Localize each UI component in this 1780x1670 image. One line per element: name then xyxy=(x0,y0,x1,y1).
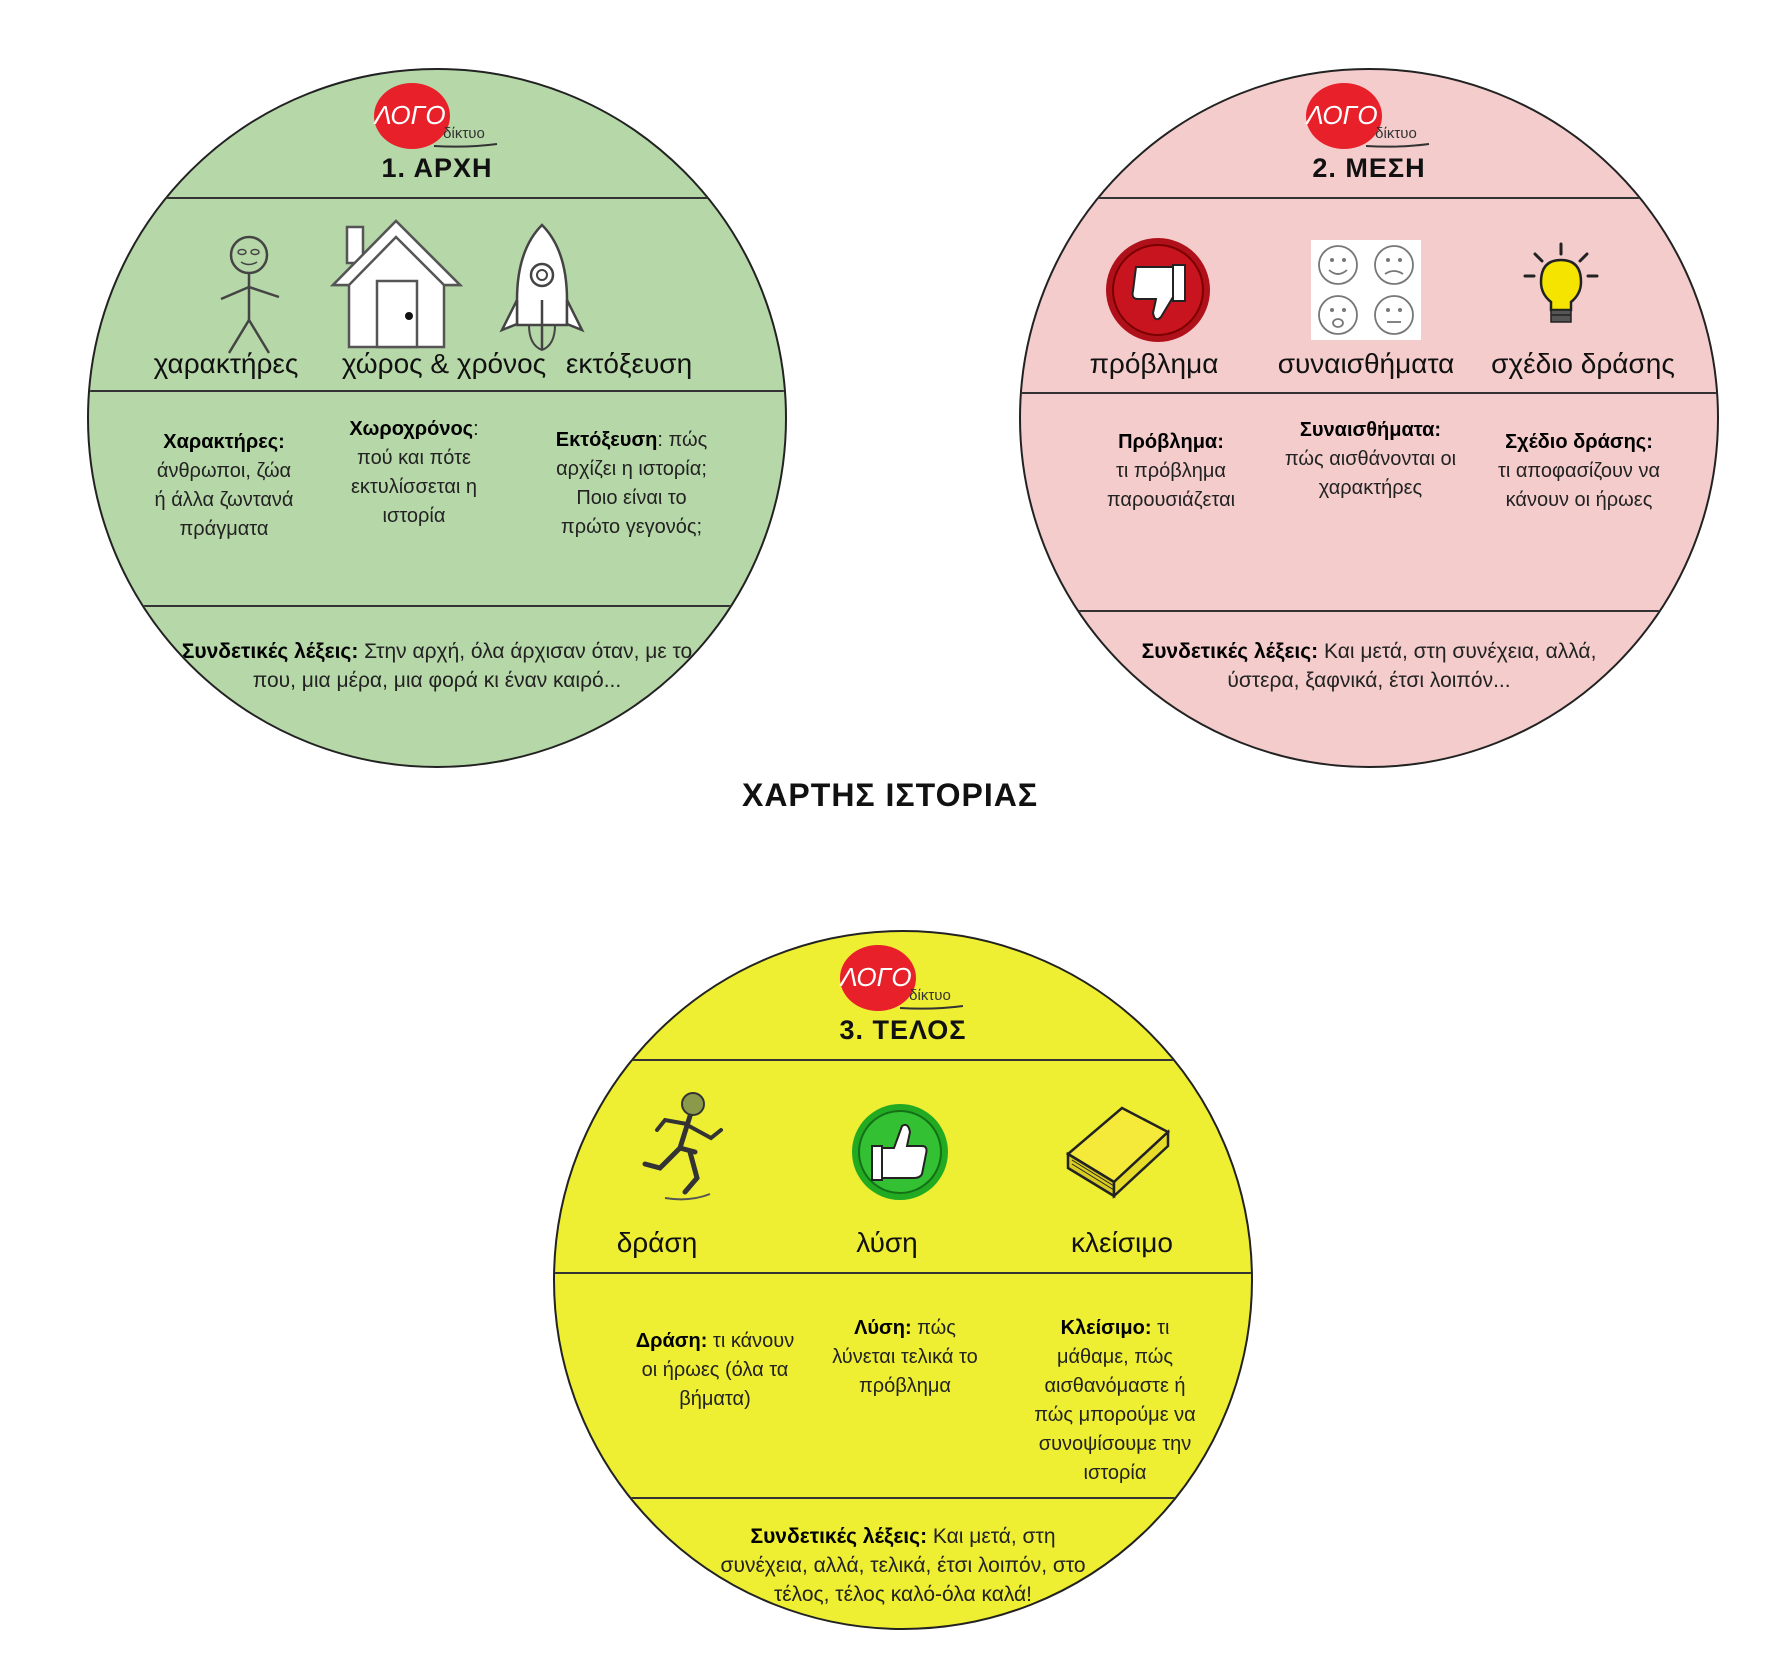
circle-header: ΛΟΓΟ δίκτυο 2. ΜΕΣΗ xyxy=(1021,70,1717,197)
running-man-icon xyxy=(635,1090,735,1205)
linking-words: Συνδετικές λέξεις: Στην αρχή, όλα άρχισα… xyxy=(181,640,693,692)
thumbs-up-icon xyxy=(850,1102,950,1202)
logo-main-text: ΛΟΓΟ xyxy=(1304,100,1377,130)
desc-action: Δράση: τι κάνουν οι ήρωες (όλα τα βήματα… xyxy=(635,1330,795,1410)
logo-main-text: ΛΟΓΟ xyxy=(372,100,445,130)
label-space-time: χώρος & χρόνος xyxy=(341,348,547,379)
section-heading: 2. ΜΕΣΗ xyxy=(1312,153,1426,183)
desc-launch: Εκτόξευση: πώς αρχίζει η ιστορία; Ποιο ε… xyxy=(555,429,708,538)
linking-words: Συνδετικές λέξεις: Και μετά, στη συνέχει… xyxy=(1141,640,1597,692)
desc-space-time: Χωροχρόνος: πού και πότε εκτυλίσσεται η … xyxy=(349,418,479,527)
thumbs-down-icon xyxy=(1103,235,1213,345)
label-action: δράση xyxy=(616,1227,698,1258)
story-circle-end: ΛΟΓΟ δίκτυο 3. ΤΕΛΟΣ xyxy=(553,930,1253,1630)
page-title: ΧΑΡΤΗΣ ΙΣΤΟΡΙΑΣ xyxy=(741,777,1039,813)
desc-closing: Κλείσιμο: τι μάθαμε, πώς αισθανόμαστε ή … xyxy=(1034,1317,1196,1484)
section-heading: 3. ΤΕΛΟΣ xyxy=(839,1015,967,1045)
stick-figure-icon xyxy=(189,225,309,355)
desc-solution: Λύση: πώς λύνεται τελικά το πρόβλημα xyxy=(832,1317,978,1397)
desc-emotions: Συναισθήματα:πώς αισθάνονται οι χαρακτήρ… xyxy=(1284,419,1457,499)
label-closing: κλείσιμο xyxy=(1071,1227,1173,1258)
label-solution: λύση xyxy=(856,1227,918,1258)
book-icon xyxy=(1060,1102,1175,1207)
logodiktyo-logo: ΛΟΓΟ δίκτυο xyxy=(1304,80,1434,152)
linking-words: Συνδετικές λέξεις: Και μετά, στη συνέχει… xyxy=(720,1525,1086,1606)
lightbulb-icon xyxy=(1521,240,1601,330)
section-heading: 1. ΑΡΧΗ xyxy=(381,153,493,183)
logo-sub-text: δίκτυο xyxy=(1375,125,1417,142)
logo-sub-text: δίκτυο xyxy=(909,987,951,1004)
house-icon xyxy=(329,215,464,350)
circle-header: ΛΟΓΟ δίκτυο 1. ΑΡΧΗ xyxy=(89,70,785,197)
desc-problem: Πρόβλημα:τι πρόβλημα παρουσιάζεται xyxy=(1106,431,1236,511)
label-launch: εκτόξευση xyxy=(565,348,693,379)
label-emotions: συναισθήματα xyxy=(1277,348,1455,379)
story-circle-beginning: ΛΟΓΟ δίκτυο 1. ΑΡΧΗ xyxy=(87,68,787,768)
circle-header: ΛΟΓΟ δίκτυο 3. ΤΕΛΟΣ xyxy=(555,932,1251,1059)
story-circle-middle: ΛΟΓΟ δίκτυο 2. ΜΕΣΗ xyxy=(1019,68,1719,768)
rocket-icon xyxy=(497,220,587,355)
desc-action-plan: Σχέδιο δράσης:τι αποφασίζουν να κάνουν ο… xyxy=(1497,431,1661,511)
label-action-plan: σχέδιο δράσης xyxy=(1491,348,1675,379)
faces-emotions-icon xyxy=(1311,240,1421,340)
desc-characters: Χαρακτήρες:άνθρωποι, ζώα ή άλλα ζωντανά … xyxy=(154,431,294,540)
logo-main-text: ΛΟΓΟ xyxy=(838,962,911,992)
logodiktyo-logo: ΛΟΓΟ δίκτυο xyxy=(372,80,502,152)
logodiktyo-logo: ΛΟΓΟ δίκτυο xyxy=(838,942,968,1014)
logo-sub-text: δίκτυο xyxy=(443,125,485,142)
label-characters: χαρακτήρες xyxy=(153,348,299,379)
label-problem: πρόβλημα xyxy=(1089,348,1219,379)
